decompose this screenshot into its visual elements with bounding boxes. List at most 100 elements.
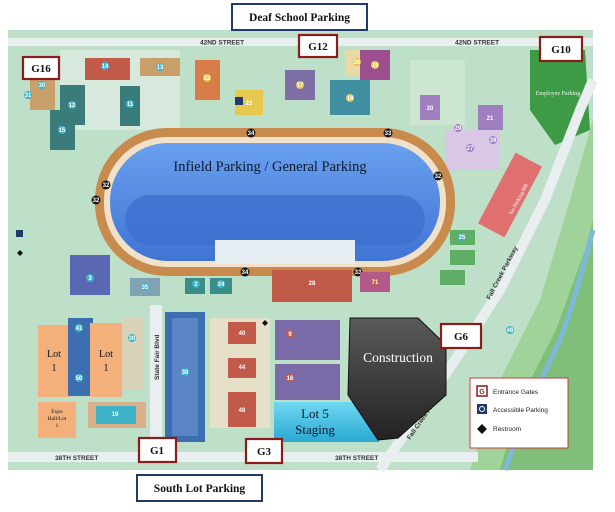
bubble-12 — [68, 101, 76, 109]
bubble-30-label: 30 — [39, 83, 46, 89]
gate-g10-box — [538, 35, 584, 63]
building-30 — [122, 318, 144, 390]
bubble-18-label: 18 — [347, 96, 354, 102]
bubble-13-label: 13 — [157, 65, 164, 71]
bubble-25-label: 25 — [459, 235, 466, 241]
legend-accessible-icon — [477, 404, 487, 414]
bubble-18 — [346, 94, 354, 102]
track-marker-34-top-label: 34 — [248, 131, 255, 137]
bubble-23-label: 23 — [246, 101, 253, 107]
bubble-14-label: 14 — [102, 64, 109, 70]
gate-g16: G16 — [21, 55, 61, 81]
lot1-b — [90, 323, 122, 397]
lot1-a — [38, 325, 70, 397]
track-marker-33-top — [383, 128, 393, 138]
legend-entrance-gates: Entrance Gates — [493, 389, 539, 396]
gate-g10-label: G10 — [551, 44, 571, 56]
construction-area — [347, 317, 447, 441]
gate-g12: G12 — [297, 33, 339, 59]
gate-g6: G6 — [439, 322, 483, 350]
bubble-16-label: 16 — [287, 376, 294, 382]
bubble-24 — [217, 280, 225, 288]
employee-parking-label: Employee Parking — [536, 91, 581, 97]
restroom-marker-2 — [262, 320, 268, 326]
bubble-21 — [486, 114, 494, 122]
building-number-markers: 14 12 11 13 22 23 17 18 26 19 20 21 27 2… — [24, 58, 514, 418]
infield-parking-label: Infield Parking / General Parking — [173, 159, 366, 175]
bubble-71 — [371, 278, 379, 286]
bubble-44-label: 44 — [239, 365, 246, 371]
bubble-15 — [58, 126, 66, 134]
bubble-16 — [286, 374, 294, 382]
bubble-14 — [101, 62, 109, 70]
legend-gate-symbol: G — [479, 389, 485, 396]
42nd-street-label-left: 42ND STREET — [200, 40, 244, 47]
bubble-9 — [286, 330, 294, 338]
bubble-35-label: 35 — [142, 285, 149, 291]
bubble-23 — [245, 99, 253, 107]
bubble-19-label: 19 — [372, 63, 379, 69]
bubble-41 — [75, 324, 83, 332]
legend-wheelchair-icon — [479, 406, 485, 412]
accessible-parking-marker-2 — [16, 230, 23, 237]
track-marker-32-left-lower — [91, 195, 101, 205]
building-16 — [275, 364, 340, 400]
bubble-19-south — [111, 410, 119, 418]
bubble-27-label: 27 — [467, 146, 474, 152]
building-38-roof — [172, 318, 198, 436]
track-markers: 34 33 32 32 34 33 32 — [91, 128, 443, 277]
bubble-15-label: 15 — [59, 128, 66, 134]
deaf-school-parking-label: Deaf School Parking — [249, 12, 350, 24]
south-lot-parking-callout: South Lot Parking — [136, 474, 263, 502]
track-marker-34-bottom-label: 34 — [242, 270, 249, 276]
bubble-31 — [24, 91, 32, 99]
bubble-40-label: 40 — [239, 331, 246, 337]
bubble-2-label: 2 — [194, 282, 198, 288]
bubble-39 — [489, 136, 497, 144]
bubble-11-label: 11 — [127, 102, 134, 108]
bubble-17-label: 17 — [297, 83, 304, 89]
accessible-parking-marker-1 — [235, 97, 243, 105]
bubble-38-label: 38 — [182, 370, 189, 376]
bubble-19-south-label: 19 — [112, 412, 119, 418]
bubble-3-label: 3 — [88, 276, 92, 282]
gate-g12-box — [297, 33, 339, 59]
bubble-41-label: 41 — [76, 326, 83, 332]
south-lot-parking-box — [136, 474, 263, 502]
bubble-21-label: 21 — [487, 116, 494, 122]
bubble-50-label: 50 — [76, 376, 83, 382]
state-fair-blvd-label: State Fair Blvd — [154, 334, 161, 380]
gate-g3-box — [244, 437, 284, 465]
track-marker-33-bottom-label: 33 — [355, 270, 362, 276]
expo-line3: 1 — [56, 423, 59, 429]
gate-g12-label: G12 — [308, 41, 328, 53]
gate-g16-box — [21, 55, 61, 81]
gate-g16-label: G16 — [31, 63, 51, 75]
bubble-29 — [454, 124, 462, 132]
lot5-line2: Staging — [295, 422, 335, 437]
bubble-46-label: 46 — [507, 328, 514, 334]
track-marker-32-left-label: 32 — [103, 183, 110, 189]
construction-label: Construction — [363, 350, 433, 365]
lot1-b-line2: 1 — [104, 363, 109, 374]
bubble-26-label: 26 — [354, 60, 361, 66]
expo-hall-lot — [38, 402, 76, 438]
bubble-38 — [181, 368, 189, 376]
track-marker-32-left-lower-label: 32 — [93, 198, 100, 204]
bubble-2 — [192, 280, 200, 288]
bubble-13 — [156, 63, 164, 71]
track-marker-34-top — [246, 128, 256, 138]
deaf-school-parking-box — [231, 3, 368, 31]
bubble-39-label: 39 — [490, 138, 497, 144]
east-lot-2 — [450, 250, 475, 265]
bubble-25 — [458, 233, 466, 241]
gate-g1-label: G1 — [150, 445, 164, 457]
42nd-street-label-right: 42ND STREET — [455, 40, 499, 47]
bubble-48 — [238, 406, 246, 414]
bubble-20-label: 20 — [427, 106, 434, 112]
state-fair-blvd-road — [150, 305, 162, 455]
legend: G Entrance Gates Accessible Parking Rest… — [469, 377, 569, 449]
bubble-12-label: 12 — [69, 103, 76, 109]
